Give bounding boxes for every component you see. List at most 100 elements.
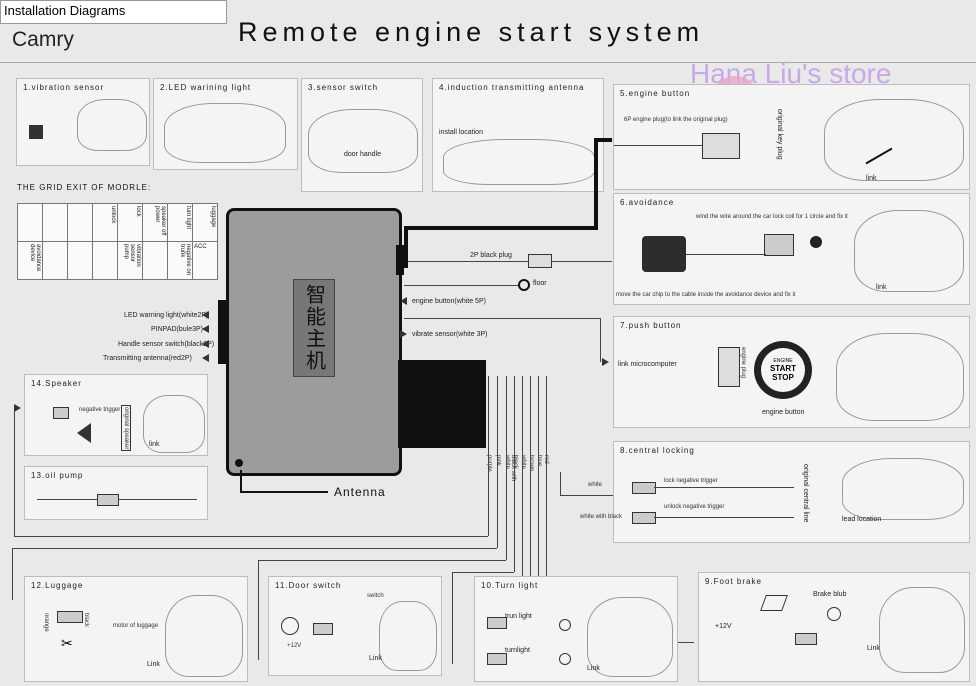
dashboard-sketch [854, 210, 964, 292]
engine-connector-label: engine button(white 5P) [412, 298, 486, 305]
link-label: Link [369, 655, 382, 662]
panel-label: 3.sensor switch [308, 83, 379, 92]
panel-engine-button: 5.engine button 6P engine plug(to link t… [613, 84, 970, 190]
right-connector [396, 245, 404, 275]
push-wire-v [600, 318, 601, 362]
turn-wire-v [452, 572, 453, 664]
grid-header: turn light [168, 204, 193, 242]
dashboard-sketch [879, 587, 965, 673]
engine-wire-v2 [594, 138, 598, 230]
dashboard-sketch [379, 601, 437, 671]
harness-wire [506, 376, 507, 560]
wire-pink: pink [495, 455, 501, 467]
model-label: Camry [12, 28, 74, 51]
wire-harness-block [398, 360, 486, 448]
link-label: Link [147, 661, 160, 668]
engine-plug [702, 133, 740, 159]
panel-speaker: 14.Speaker negative trigger original spe… [24, 374, 208, 456]
door-wire-v [258, 560, 259, 660]
ground-icon [518, 279, 530, 291]
start-stop-button: ENGINE START STOP [754, 341, 812, 399]
panel-oil-pump: 13.oil pump [24, 466, 208, 520]
page-title: Remote engine start system [238, 17, 705, 47]
turn-light-label-1: trun light [505, 613, 532, 620]
engine-wire-h [404, 226, 596, 230]
engine-wire-h2 [594, 138, 612, 142]
panel-vibration-sensor: 1.vibration sensor [16, 78, 150, 166]
grid-sub: avoidance device [18, 242, 43, 280]
header-tab: Installation Diagrams [0, 0, 227, 24]
arrow-left-icon [202, 311, 209, 319]
turn-wire-h [452, 572, 514, 573]
start-stop-face: ENGINE START STOP [761, 348, 805, 392]
grid-sub: negative on trunk [168, 242, 193, 280]
panel-label: 9.Foot brake [705, 577, 762, 586]
left-connector-strip [218, 300, 226, 364]
door-sketch [842, 458, 964, 520]
panel-label: 1.vibration sensor [23, 83, 105, 92]
luggage-wire-h [12, 548, 497, 549]
luggage-wire-v [12, 548, 13, 600]
windshield-sketch [443, 139, 595, 185]
link-label: Link [867, 645, 880, 652]
panel-label: 8.central locking [620, 446, 695, 455]
header-divider [0, 62, 976, 63]
harness-wire [488, 376, 489, 536]
link-label: link [149, 441, 160, 448]
lock-connector [632, 482, 656, 494]
sensor-device [29, 125, 43, 139]
harness-wire [530, 376, 531, 596]
motor-label: motor of luggage [113, 623, 159, 629]
grid-table: unlock lock speaker off power turn light… [17, 203, 218, 280]
lock-coil [764, 234, 794, 256]
bulb-icon [281, 617, 299, 635]
panel-label: 7.push button [620, 321, 682, 330]
avoidance-wire [686, 254, 766, 255]
connector-pinpad: PINPAD(bule3P) [151, 326, 204, 333]
arrow-right-icon [400, 330, 407, 338]
grid-sub: ACC [193, 242, 218, 280]
connector-antenna: Transmitting antenna(red2P) [103, 355, 192, 362]
avoidance-device [642, 236, 686, 272]
wire-orange-label: orange [43, 613, 49, 632]
dashboard-sketch [165, 595, 243, 677]
bulb-icon [559, 653, 571, 665]
original-key-plug-label: original key plug [776, 109, 783, 160]
engine-wire-v [404, 228, 408, 268]
button-text-start: START [769, 364, 797, 373]
engine-plug [718, 347, 740, 387]
grid-header [43, 204, 68, 242]
lock-wire [654, 487, 794, 488]
unlock-connector [632, 512, 656, 524]
lead-location-label: lead location [842, 516, 882, 523]
button-text-engine: ENGINE [773, 358, 793, 364]
panel-push-button: 7.push button link microcomputer engine … [613, 316, 970, 428]
button-text-stop: STOP [772, 373, 794, 382]
engine-button-caption: engine button [762, 409, 805, 416]
original-central-line-label: original central line [802, 464, 809, 523]
grid-sub [43, 242, 68, 280]
switch-label: switch [367, 593, 384, 599]
speaker-connector [53, 407, 69, 419]
dashboard-sketch [587, 597, 673, 677]
arrow-right-icon [602, 358, 609, 366]
antenna-wire [240, 470, 242, 492]
brake-connector [795, 633, 817, 645]
panel-central-locking: 8.central locking white white with black… [580, 441, 970, 543]
car-interior-sketch [77, 99, 147, 151]
car-front-sketch [164, 103, 286, 163]
mount-hole [235, 459, 243, 467]
grid-sub [68, 242, 93, 280]
grid-header: speaker off power [143, 204, 168, 242]
door-connector [313, 623, 333, 635]
panel-foot-brake: 9.Foot brake +12V Brake blub Link [698, 572, 970, 682]
grid-header: unlock [93, 204, 118, 242]
panel-label: 2.LED warining light [160, 83, 252, 92]
floor-wire [404, 285, 518, 286]
lock-trigger-label: lock negative trigger [664, 478, 718, 484]
dashboard-sketch [143, 395, 205, 453]
voltage-label: +12V [287, 643, 302, 649]
wire-white: white [520, 455, 526, 470]
panel-avoidance: 6.avoidance wind the wire around the car… [613, 193, 970, 305]
wire-white-black: white with black [580, 514, 623, 520]
